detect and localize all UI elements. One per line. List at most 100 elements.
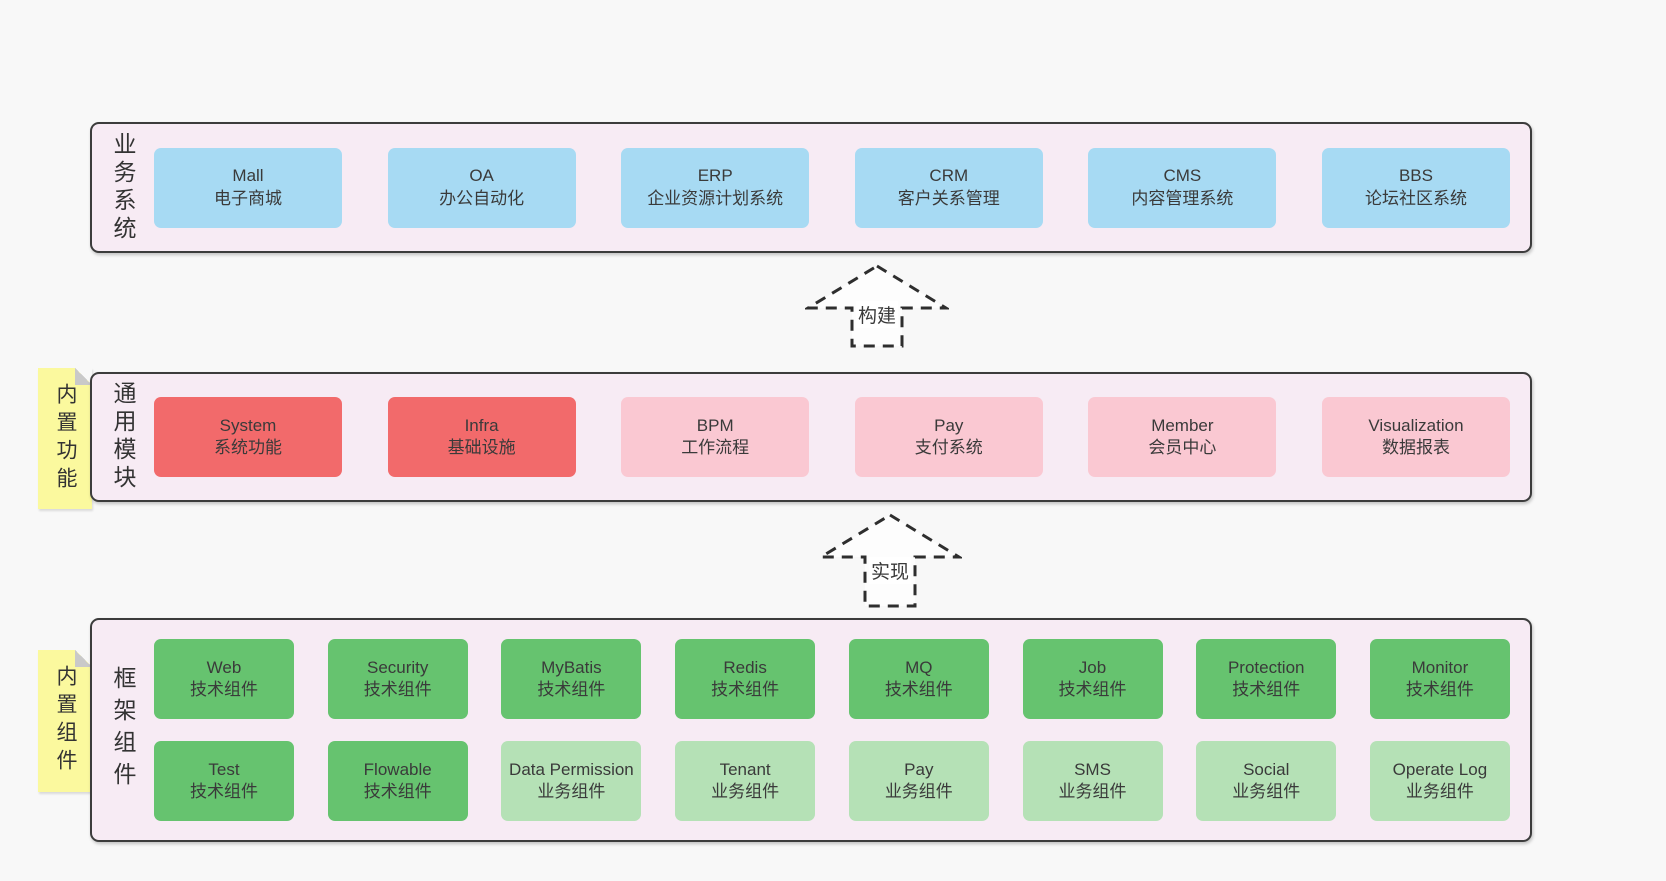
box-subtitle: 企业资源计划系统 <box>647 188 784 208</box>
layer-business-side-label: 业务系统 <box>110 131 136 244</box>
box-title: Operate Log <box>1392 759 1488 779</box>
box-mq: MQ 技术组件 <box>848 639 989 719</box>
box-protection: Protection 技术组件 <box>1196 639 1337 719</box>
box-title: Job <box>1078 657 1107 677</box>
box-subtitle: 业务组件 <box>1058 782 1127 801</box>
box-flowable: Flowable 技术组件 <box>327 741 468 821</box>
box-subtitle: 业务组件 <box>1405 782 1474 801</box>
component-row-1: Web 技术组件 Security 技术组件 MyBatis 技术组件 Redi… <box>154 639 1510 719</box>
box-test: Test 技术组件 <box>154 741 294 821</box>
layer-common-modules: 通用模块 System 系统功能 Infra 基础设施 BPM 工作流程 Pay… <box>90 372 1532 502</box>
box-cms: CMS 内容管理系统 <box>1088 147 1277 228</box>
box-title: Visualization <box>1368 415 1464 435</box>
box-mybatis: MyBatis 技术组件 <box>501 639 642 719</box>
box-title: ERP <box>697 166 733 186</box>
box-crm: CRM 客户关系管理 <box>854 147 1043 228</box>
box-security: Security 技术组件 <box>327 639 468 719</box>
box-title: Pay <box>904 759 934 779</box>
box-subtitle: 支付系统 <box>914 438 983 457</box>
box-subtitle: 技术组件 <box>711 680 780 699</box>
box-title: Member <box>1151 415 1214 435</box>
business-boxes-row: Mall 电子商城 OA 办公自动化 ERP 企业资源计划系统 CRM 客户关系… <box>154 124 1530 251</box>
box-infra: Infra 基础设施 <box>387 397 576 477</box>
build-arrow: 构建 <box>805 263 949 349</box>
box-subtitle: 业务组件 <box>537 782 606 801</box>
box-title: Flowable <box>363 759 432 779</box>
box-subtitle: 技术组件 <box>1058 680 1127 699</box>
box-subtitle: 技术组件 <box>190 680 258 699</box>
box-subtitle: 业务组件 <box>884 782 953 801</box>
box-subtitle: 业务组件 <box>711 782 780 801</box>
box-subtitle: 内容管理系统 <box>1131 188 1234 208</box>
box-subtitle: 工作流程 <box>681 438 750 457</box>
box-erp: ERP 企业资源计划系统 <box>621 147 810 228</box>
box-subtitle: 数据报表 <box>1381 438 1450 457</box>
box-title: Redis <box>723 657 767 677</box>
box-subtitle: 技术组件 <box>1405 680 1474 699</box>
box-title: BPM <box>696 415 734 435</box>
box-subtitle: 论坛社区系统 <box>1364 188 1467 208</box>
box-title: Infra <box>464 415 499 435</box>
box-title: Test <box>208 759 240 779</box>
box-monitor: Monitor 技术组件 <box>1369 639 1510 719</box>
box-subtitle: 办公自动化 <box>439 188 525 208</box>
box-title: CRM <box>929 166 969 186</box>
box-data-permission: Data Permission 业务组件 <box>501 741 642 821</box>
layer-business-systems: 业务系统 Mall 电子商城 OA 办公自动化 ERP 企业资源计划系统 CRM… <box>90 122 1532 253</box>
note-built-in-features: 内置功能 <box>38 368 92 509</box>
box-bbs: BBS 论坛社区系统 <box>1321 147 1510 228</box>
box-title: MQ <box>905 657 933 677</box>
box-oa: OA 办公自动化 <box>387 147 576 228</box>
box-title: System <box>219 415 277 435</box>
box-pay-module: Pay 支付系统 <box>854 397 1043 477</box>
box-mall: Mall 电子商城 <box>154 147 342 228</box>
layer-modules-side-label: 通用模块 <box>110 381 136 493</box>
component-row-2: Test 技术组件 Flowable 技术组件 Data Permission … <box>154 741 1510 821</box>
build-arrow-label: 构建 <box>855 301 899 328</box>
box-title: Social <box>1243 759 1290 779</box>
box-visualization: Visualization 数据报表 <box>1321 397 1510 477</box>
box-subtitle: 电子商城 <box>214 188 282 208</box>
box-subtitle: 技术组件 <box>190 782 258 801</box>
box-subtitle: 系统功能 <box>214 438 282 457</box>
box-title: MyBatis <box>541 657 602 677</box>
module-boxes-row: System 系统功能 Infra 基础设施 BPM 工作流程 Pay 支付系统… <box>154 374 1530 500</box>
box-pay-component: Pay 业务组件 <box>848 741 989 821</box>
box-subtitle: 技术组件 <box>363 782 432 801</box>
box-bpm: BPM 工作流程 <box>621 397 810 477</box>
box-subtitle: 技术组件 <box>884 680 953 699</box>
box-title: Monitor <box>1411 657 1469 677</box>
box-title: Pay <box>934 415 964 435</box>
box-subtitle: 客户关系管理 <box>897 188 1000 208</box>
layer-components-side-label: 框架组件 <box>110 666 136 794</box>
box-title: Mall <box>232 166 264 186</box>
component-boxes-rows: Web 技术组件 Security 技术组件 MyBatis 技术组件 Redi… <box>154 620 1530 840</box>
box-system: System 系统功能 <box>154 397 342 477</box>
box-title: Web <box>206 657 242 677</box>
box-operate-log: Operate Log 业务组件 <box>1369 741 1510 821</box>
box-subtitle: 会员中心 <box>1148 438 1217 457</box>
box-subtitle: 技术组件 <box>1232 680 1301 699</box>
box-job: Job 技术组件 <box>1022 639 1163 719</box>
box-subtitle: 技术组件 <box>537 680 606 699</box>
box-title: Security <box>366 657 429 677</box>
box-subtitle: 业务组件 <box>1232 782 1301 801</box>
note-built-in-components: 内置组件 <box>38 650 92 792</box>
box-redis: Redis 技术组件 <box>675 639 816 719</box>
box-title: OA <box>469 166 494 186</box>
box-subtitle: 基础设施 <box>447 438 516 457</box>
box-title: SMS <box>1074 759 1111 779</box>
box-title: BBS <box>1398 166 1433 186</box>
implement-arrow: 实现 <box>818 511 962 609</box>
box-member: Member 会员中心 <box>1088 397 1277 477</box>
box-tenant: Tenant 业务组件 <box>675 741 816 821</box>
box-social: Social 业务组件 <box>1196 741 1337 821</box>
box-title: Tenant <box>719 759 771 779</box>
box-subtitle: 技术组件 <box>363 680 432 699</box>
box-title: Protection <box>1227 657 1305 677</box>
box-web: Web 技术组件 <box>154 639 294 719</box>
layer-framework-components: 框架组件 Web 技术组件 Security 技术组件 MyBatis 技术组件… <box>90 618 1532 842</box>
box-title: Data Permission <box>509 759 634 779</box>
box-title: CMS <box>1163 166 1202 186</box>
